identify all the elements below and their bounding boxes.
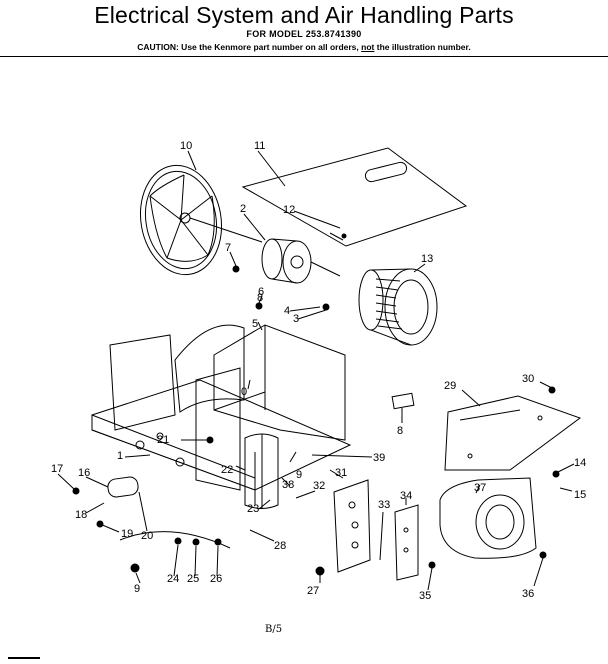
callout-35: 35 <box>419 590 431 602</box>
callout-39: 39 <box>373 452 385 464</box>
model-number: FOR MODEL 253.8741390 <box>246 29 362 39</box>
callout-7: 7 <box>225 242 231 254</box>
callout-10: 10 <box>180 140 192 152</box>
callout-16: 16 <box>78 467 90 479</box>
leader-lines <box>57 150 575 591</box>
callout-34: 34 <box>400 490 412 502</box>
callout-33: 33 <box>378 499 390 511</box>
page-code: B/5 <box>265 624 282 635</box>
control-panel-31 <box>333 479 371 573</box>
control-panel-34 <box>394 504 419 581</box>
callout-28: 28 <box>274 540 286 552</box>
callout-38: 38 <box>282 479 294 491</box>
caution-suffix: the illustration number. <box>376 42 471 52</box>
capacitor <box>107 476 139 498</box>
callout-2: 2 <box>240 203 246 215</box>
fan-blade <box>139 164 263 276</box>
callout-26: 26 <box>210 573 222 585</box>
caution-note: CAUTION: Use the Kenmore part number on … <box>0 42 608 52</box>
callout-36: 36 <box>522 588 534 600</box>
blower-housing <box>439 477 537 559</box>
header-rule <box>0 56 608 57</box>
callout-9a: 9 <box>296 469 302 481</box>
callout-15: 15 <box>574 489 586 501</box>
callout-31: 31 <box>335 467 347 479</box>
caution-prefix: CAUTION: Use the Kenmore part number on … <box>137 42 359 52</box>
callout-6: 6 <box>258 286 264 298</box>
callout-11: 11 <box>254 140 265 152</box>
callout-1: 1 <box>117 450 123 462</box>
blower-wheel <box>358 268 438 346</box>
callout-8a: 8 <box>257 292 263 304</box>
callout-13: 13 <box>421 253 433 265</box>
callout-5: 5 <box>252 318 258 330</box>
callout-25: 25 <box>187 573 199 585</box>
control-box-cover <box>444 395 582 471</box>
callout-24: 24 <box>167 573 179 585</box>
callout-27: 27 <box>307 585 319 597</box>
callout-8b: 8 <box>397 425 403 437</box>
page-title: Electrical System and Air Handling Parts <box>94 2 514 28</box>
bracket-8 <box>391 392 415 410</box>
callout-23: 23 <box>247 503 259 515</box>
callout-9b: 9 <box>134 583 140 595</box>
caution-not: not <box>361 42 375 52</box>
callout-32: 32 <box>313 480 325 492</box>
callout-21: 21 <box>157 434 169 446</box>
callout-12: 12 <box>283 204 295 216</box>
blower-motor <box>261 238 341 284</box>
callout-4: 4 <box>284 305 290 317</box>
callout-18: 18 <box>75 509 87 521</box>
top-cover-plate <box>241 147 468 247</box>
callout-3: 3 <box>293 313 299 325</box>
partition-panel <box>244 433 279 509</box>
callout-29: 29 <box>444 380 456 392</box>
callout-30: 30 <box>522 373 534 385</box>
callout-14: 14 <box>574 457 586 469</box>
callout-labels: 10 11 2 12 7 13 6 4 3 5 0 30 29 8 1 21 2… <box>51 140 586 635</box>
callout-17: 17 <box>51 463 63 475</box>
main-housing <box>91 324 352 505</box>
callout-19: 19 <box>121 528 133 540</box>
callout-37: 37 <box>474 482 486 494</box>
callout-0: 0 <box>241 386 247 398</box>
callout-20: 20 <box>141 530 153 542</box>
callout-22: 22 <box>221 464 233 476</box>
